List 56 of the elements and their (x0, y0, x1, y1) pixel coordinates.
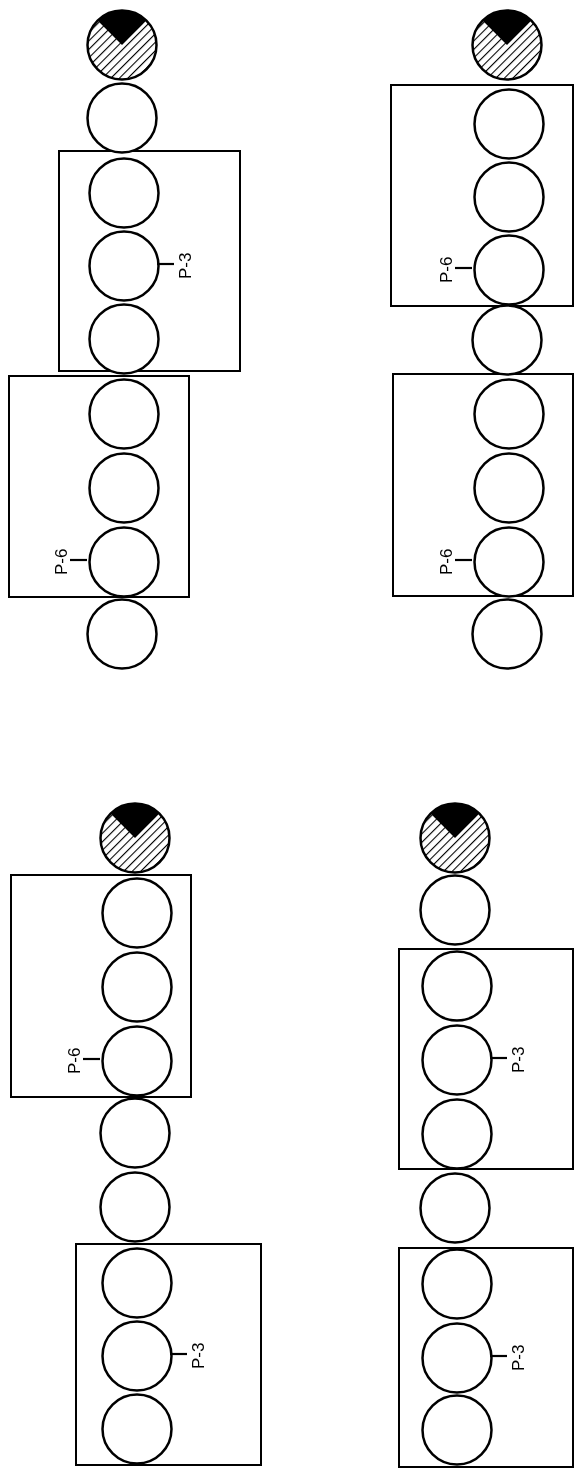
circle-node (421, 1322, 493, 1394)
group-frame (392, 373, 574, 597)
leader-line (455, 558, 472, 562)
circle-node (473, 161, 545, 233)
group-frame (390, 84, 574, 307)
circle-node (99, 1171, 171, 1243)
circle-node (101, 877, 173, 949)
circle-node (473, 88, 545, 160)
part-label: P-3 (509, 1040, 529, 1080)
circle-node (419, 1172, 491, 1244)
circle-node (473, 526, 545, 598)
hatched-circle-node (419, 802, 491, 874)
circle-node (99, 1097, 171, 1169)
circle-node (88, 230, 160, 302)
group-frame (398, 948, 574, 1170)
part-label: P-6 (52, 542, 72, 582)
circle-node (86, 598, 158, 670)
circle-node (471, 304, 543, 376)
circle-node (421, 1394, 493, 1466)
group-frame (75, 1243, 262, 1466)
leader-line (70, 558, 87, 562)
circle-node (473, 234, 545, 306)
circle-node (88, 526, 160, 598)
group-frame (398, 1247, 574, 1468)
hatched-circle-node (471, 9, 543, 81)
circle-node (473, 452, 545, 524)
group-frame (58, 150, 241, 372)
circle-node (88, 303, 160, 375)
circle-node (88, 157, 160, 229)
part-label: P-6 (437, 542, 457, 582)
circle-node (101, 1393, 173, 1465)
part-label: P-3 (176, 246, 196, 286)
circle-node (88, 452, 160, 524)
circle-node (88, 378, 160, 450)
hatched-circle-node (99, 802, 171, 874)
circle-node (101, 951, 173, 1023)
circle-node (473, 378, 545, 450)
circle-node (101, 1320, 173, 1392)
circle-node (101, 1025, 173, 1097)
part-label: P-3 (189, 1336, 209, 1376)
circle-node (101, 1247, 173, 1319)
circle-node (421, 1098, 493, 1170)
hatched-circle-node (86, 9, 158, 81)
circle-node (421, 1248, 493, 1320)
group-frame (8, 375, 190, 598)
group-frame (10, 874, 192, 1098)
circle-node (86, 82, 158, 154)
part-label: P-6 (437, 250, 457, 290)
leader-line (455, 266, 472, 270)
circle-node (471, 598, 543, 670)
part-label: P-3 (509, 1338, 529, 1378)
circle-node (421, 1024, 493, 1096)
circle-node (421, 950, 493, 1022)
part-label: P-6 (65, 1041, 85, 1081)
leader-line (83, 1057, 100, 1061)
circle-node (419, 874, 491, 946)
